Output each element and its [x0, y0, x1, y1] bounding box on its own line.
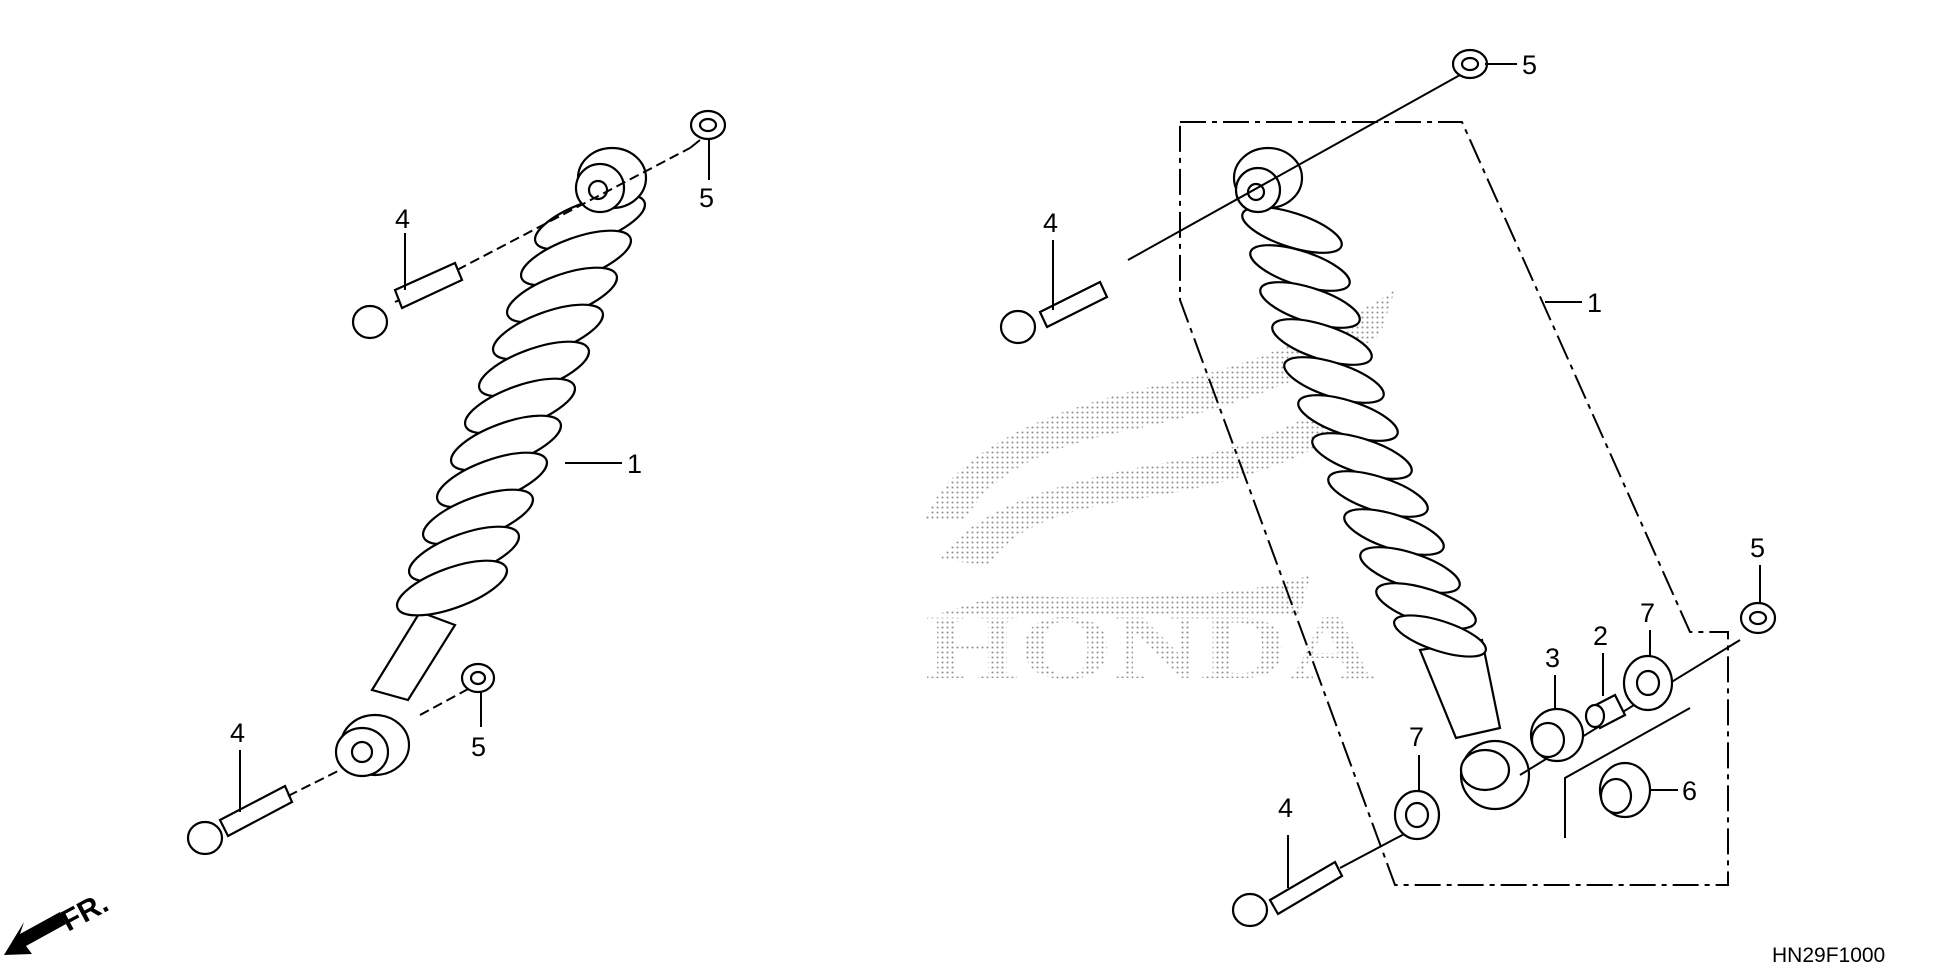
left-callout-nut-bottom: 5 [471, 732, 486, 762]
right-callout-bushing: 3 [1545, 643, 1560, 673]
front-direction-indicator: FR. [4, 886, 114, 955]
left-shock-body [370, 610, 457, 702]
front-arrow-icon [4, 912, 66, 955]
left-dust-seal [1393, 789, 1441, 841]
left-top-bolt [351, 147, 691, 340]
left-callout-nut-top: 5 [699, 183, 714, 213]
honda-wordmark-watermark: HONDA [925, 596, 1375, 698]
right-top-eye-bushing [1232, 146, 1304, 214]
right-callout-seal-right: 7 [1640, 598, 1655, 628]
right-callout-bearing: 6 [1682, 776, 1697, 806]
left-shock-assembly [334, 146, 648, 778]
right-bottom-bolt [1231, 831, 1409, 928]
right-side-nut [1739, 601, 1777, 635]
right-callout-nut-top: 5 [1522, 50, 1537, 80]
left-coil-spring [395, 193, 647, 617]
left-callout-bolt-bottom: 4 [230, 718, 245, 748]
left-bottom-eye-bushing [334, 713, 411, 778]
left-top-eye-bushing [574, 146, 648, 214]
honda-wing-watermark [925, 290, 1395, 615]
right-callout-bolt-top: 4 [1043, 208, 1058, 238]
right-callout-assembly: 1 [1587, 288, 1602, 318]
right-dust-seal [1622, 654, 1674, 712]
assembly-boundary-outline [1179, 121, 1729, 886]
left-callout-shock: 1 [627, 449, 642, 479]
left-bottom-bolt [186, 769, 341, 856]
needle-bearing [1564, 707, 1691, 838]
honda-logo-watermark: HONDA [925, 290, 1395, 698]
right-shock-assembly [1232, 146, 1531, 811]
right-top-nut [1451, 48, 1489, 80]
right-callout-nut-right: 5 [1750, 533, 1765, 563]
diagram-code: HN29F1000 [1772, 944, 1885, 966]
right-callout-bolt-bottom: 4 [1278, 793, 1293, 823]
pivot-collar [1584, 693, 1627, 730]
left-callout-bolt-top: 4 [395, 204, 410, 234]
needle-bushing [1529, 707, 1585, 763]
right-top-bolt [999, 74, 1461, 345]
right-coil-spring [1241, 206, 1487, 658]
right-callout-seal-left: 7 [1409, 722, 1424, 752]
front-direction-label: FR. [56, 886, 114, 938]
right-callout-collar: 2 [1593, 621, 1608, 651]
right-bottom-eye-bushing [1459, 739, 1531, 811]
left-top-nut [689, 109, 727, 149]
left-bottom-nut [419, 662, 496, 716]
